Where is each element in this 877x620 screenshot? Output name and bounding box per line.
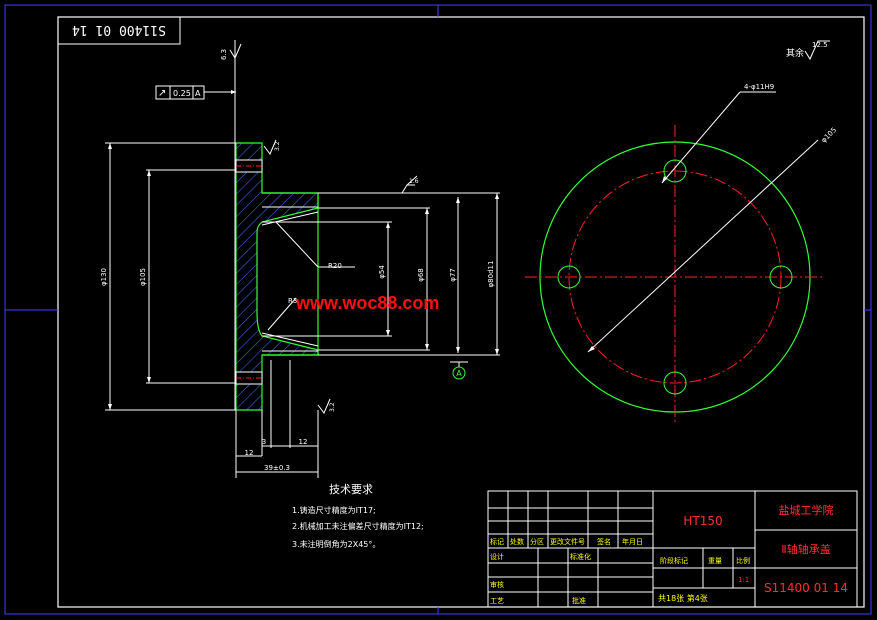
tb-school: 盐城工学院: [779, 503, 834, 517]
dim-hole-pattern: 4-φ11H9: [744, 83, 774, 91]
tb-hdr-1: 处数: [510, 537, 524, 546]
dim-d80: φ80d11: [487, 261, 495, 288]
bolt-hole-top: [663, 159, 687, 183]
mirrored-drawing-number: S11400 01 14: [72, 22, 166, 37]
rest-finish-value: 12.5: [812, 41, 828, 49]
tb-scale-value: 1:1: [738, 576, 749, 584]
tb-process: 工艺: [490, 597, 504, 605]
tb-hdr-4: 签名: [597, 537, 611, 546]
tolerance-value: 0.25: [173, 89, 191, 98]
inner-frame: [57, 16, 865, 608]
tolerance-datum: A: [195, 89, 201, 98]
watermark: www.woc88.com: [295, 293, 439, 313]
dim-len3: 3: [262, 438, 266, 446]
tb-hdr-0: 标记: [490, 537, 504, 546]
tb-weight: 重量: [708, 557, 722, 565]
roughness-bottom-left: 3.2: [329, 402, 336, 412]
tech-req-title: 技术要求: [329, 483, 373, 496]
bolt-hole-left: [557, 265, 581, 289]
rest-finish-label: 其余: [786, 47, 804, 59]
dim-d130: φ130: [100, 268, 108, 286]
tb-stage-mark: 阶段标记: [660, 556, 688, 565]
title-block: [487, 490, 858, 608]
tech-req-item-2: 2.机械加工未注偏差尺寸精度为IT12;: [292, 521, 424, 531]
tb-scale: 比例: [736, 556, 750, 565]
tech-req-item-1: 1.铸造尺寸精度为IT17;: [292, 505, 376, 515]
tb-design: 设计: [490, 552, 504, 561]
bolt-hole-bottom: [663, 371, 687, 395]
dim-len12a: 12: [245, 449, 254, 457]
tech-req-item-3: 3.未注明倒角为2X45°。: [292, 539, 380, 549]
datum-a-label: A: [456, 369, 462, 378]
roughness-tip: 6.3: [220, 49, 228, 60]
dim-r20: R20: [328, 262, 342, 270]
dim-d54: φ54: [378, 265, 386, 279]
tb-material: HT150: [683, 514, 722, 528]
dim-len12b: 12: [299, 438, 308, 446]
tb-part-name: Ⅱ轴轴承盖: [781, 542, 830, 556]
roughness-top-left: 3.2: [274, 141, 281, 151]
dim-d77: φ77: [449, 268, 457, 282]
tb-hdr-5: 年月日: [622, 537, 643, 546]
tb-hdr-3: 更改文件号: [550, 537, 585, 546]
tb-review: 审核: [490, 580, 504, 589]
dim-len39: 39±0.3: [264, 464, 290, 472]
dim-d68: φ68: [417, 268, 425, 282]
tb-sheets: 共18张 第4张: [658, 593, 708, 603]
tb-hdr-2: 分区: [530, 537, 544, 546]
dim-d105: φ105: [139, 268, 147, 286]
bolt-hole-right: [769, 265, 793, 289]
tb-standardize: 标准化: [570, 552, 591, 561]
dim-r3: R3: [288, 297, 297, 305]
dim-bolt-circle: φ105: [820, 126, 838, 144]
flange-section: [235, 142, 319, 411]
roughness-top-mid: 1.6: [409, 178, 419, 185]
tb-approve: 批准: [572, 596, 586, 605]
mirrored-number-box: [57, 16, 181, 45]
tb-drawing-no: S11400 01 14: [764, 581, 848, 595]
tolerance-symbol: ↗: [158, 88, 166, 99]
